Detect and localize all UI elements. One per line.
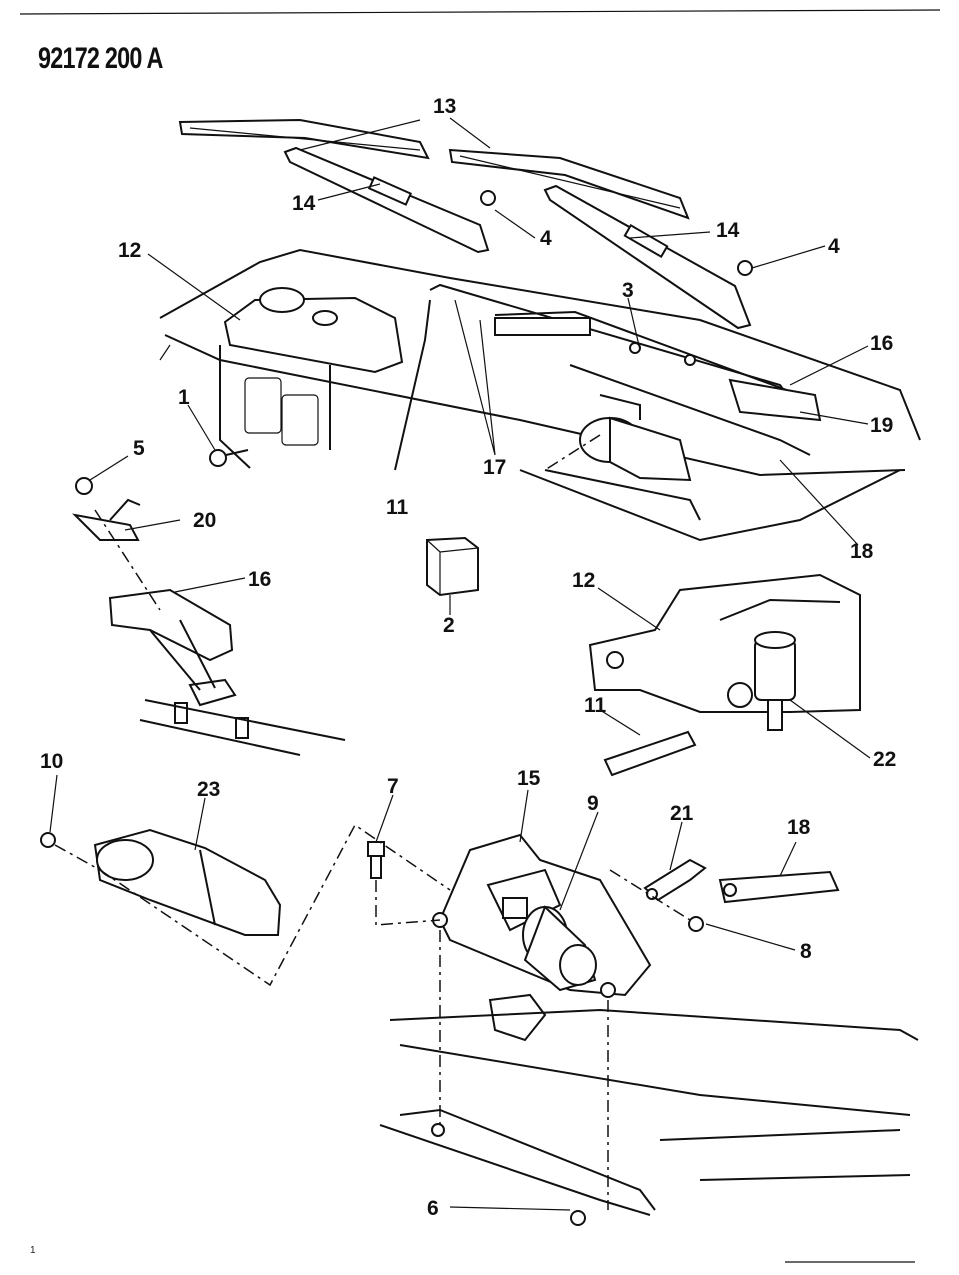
part-number: 92172 200 A xyxy=(38,42,163,75)
callout-7: 7 xyxy=(387,775,399,798)
washer-reservoir-top xyxy=(223,287,404,374)
callout-labels: 13 14 4 14 4 12 3 16 1 19 5 17 11 20 18 … xyxy=(40,95,896,1220)
leader-lines xyxy=(49,117,871,1211)
callout-18-top: 18 xyxy=(850,540,874,563)
callout-16-top: 16 xyxy=(870,332,893,355)
callout-20: 20 xyxy=(193,509,216,532)
wiper-motor-installed xyxy=(544,394,701,521)
callout-4-right: 4 xyxy=(828,235,840,258)
bolt xyxy=(209,449,249,467)
callout-10: 10 xyxy=(40,750,63,773)
callout-17: 17 xyxy=(483,456,506,479)
callout-6: 6 xyxy=(427,1197,439,1220)
callout-15: 15 xyxy=(517,767,541,790)
page-mark: 1 xyxy=(30,1245,36,1256)
floor-panel xyxy=(379,1008,919,1216)
drive-link xyxy=(718,870,840,904)
callout-22: 22 xyxy=(873,748,896,771)
retainer-right xyxy=(570,1210,586,1226)
wiper-linkage xyxy=(429,283,822,456)
small-bracket xyxy=(488,993,547,1042)
nut-left xyxy=(480,190,496,206)
callout-3: 3 xyxy=(622,279,634,302)
callout-23: 23 xyxy=(197,778,220,801)
callout-14-left: 14 xyxy=(292,192,316,215)
callout-13: 13 xyxy=(433,95,456,118)
mounting-bolt xyxy=(367,841,385,879)
callout-19: 19 xyxy=(870,414,893,437)
cowl-panel xyxy=(159,248,921,542)
callout-5: 5 xyxy=(133,437,145,460)
hose-section xyxy=(603,730,697,777)
crank-arm xyxy=(643,858,707,902)
wiper-blade-left xyxy=(178,118,430,160)
callout-4-left: 4 xyxy=(540,227,552,250)
callout-18-bottom: 18 xyxy=(787,816,811,839)
top-border xyxy=(19,9,941,15)
crank-nut xyxy=(688,916,704,932)
callout-12-top: 12 xyxy=(118,239,141,262)
callout-16-detail: 16 xyxy=(248,568,271,591)
washer-hose xyxy=(394,299,431,471)
callout-21: 21 xyxy=(670,802,694,825)
wiper-relay xyxy=(426,536,479,597)
callout-2: 2 xyxy=(443,614,455,637)
retainer-left xyxy=(431,1123,445,1137)
callout-11-top: 11 xyxy=(386,496,409,519)
pivot-assembly xyxy=(72,477,346,756)
wiper-arm-right xyxy=(543,184,752,330)
wiper-blade-right xyxy=(448,148,690,220)
callout-11-detail: 11 xyxy=(584,694,607,717)
washer-reservoir-detail xyxy=(588,573,861,731)
callout-1: 1 xyxy=(178,386,190,409)
motor-bracket xyxy=(432,833,652,998)
callout-12-detail: 12 xyxy=(572,569,595,592)
callout-9: 9 xyxy=(587,792,599,815)
wiper-motor-detail xyxy=(40,828,282,936)
nut-right xyxy=(737,260,753,276)
assembly-lines xyxy=(54,434,691,1210)
callout-14-right: 14 xyxy=(716,219,740,242)
callout-8: 8 xyxy=(800,940,812,963)
